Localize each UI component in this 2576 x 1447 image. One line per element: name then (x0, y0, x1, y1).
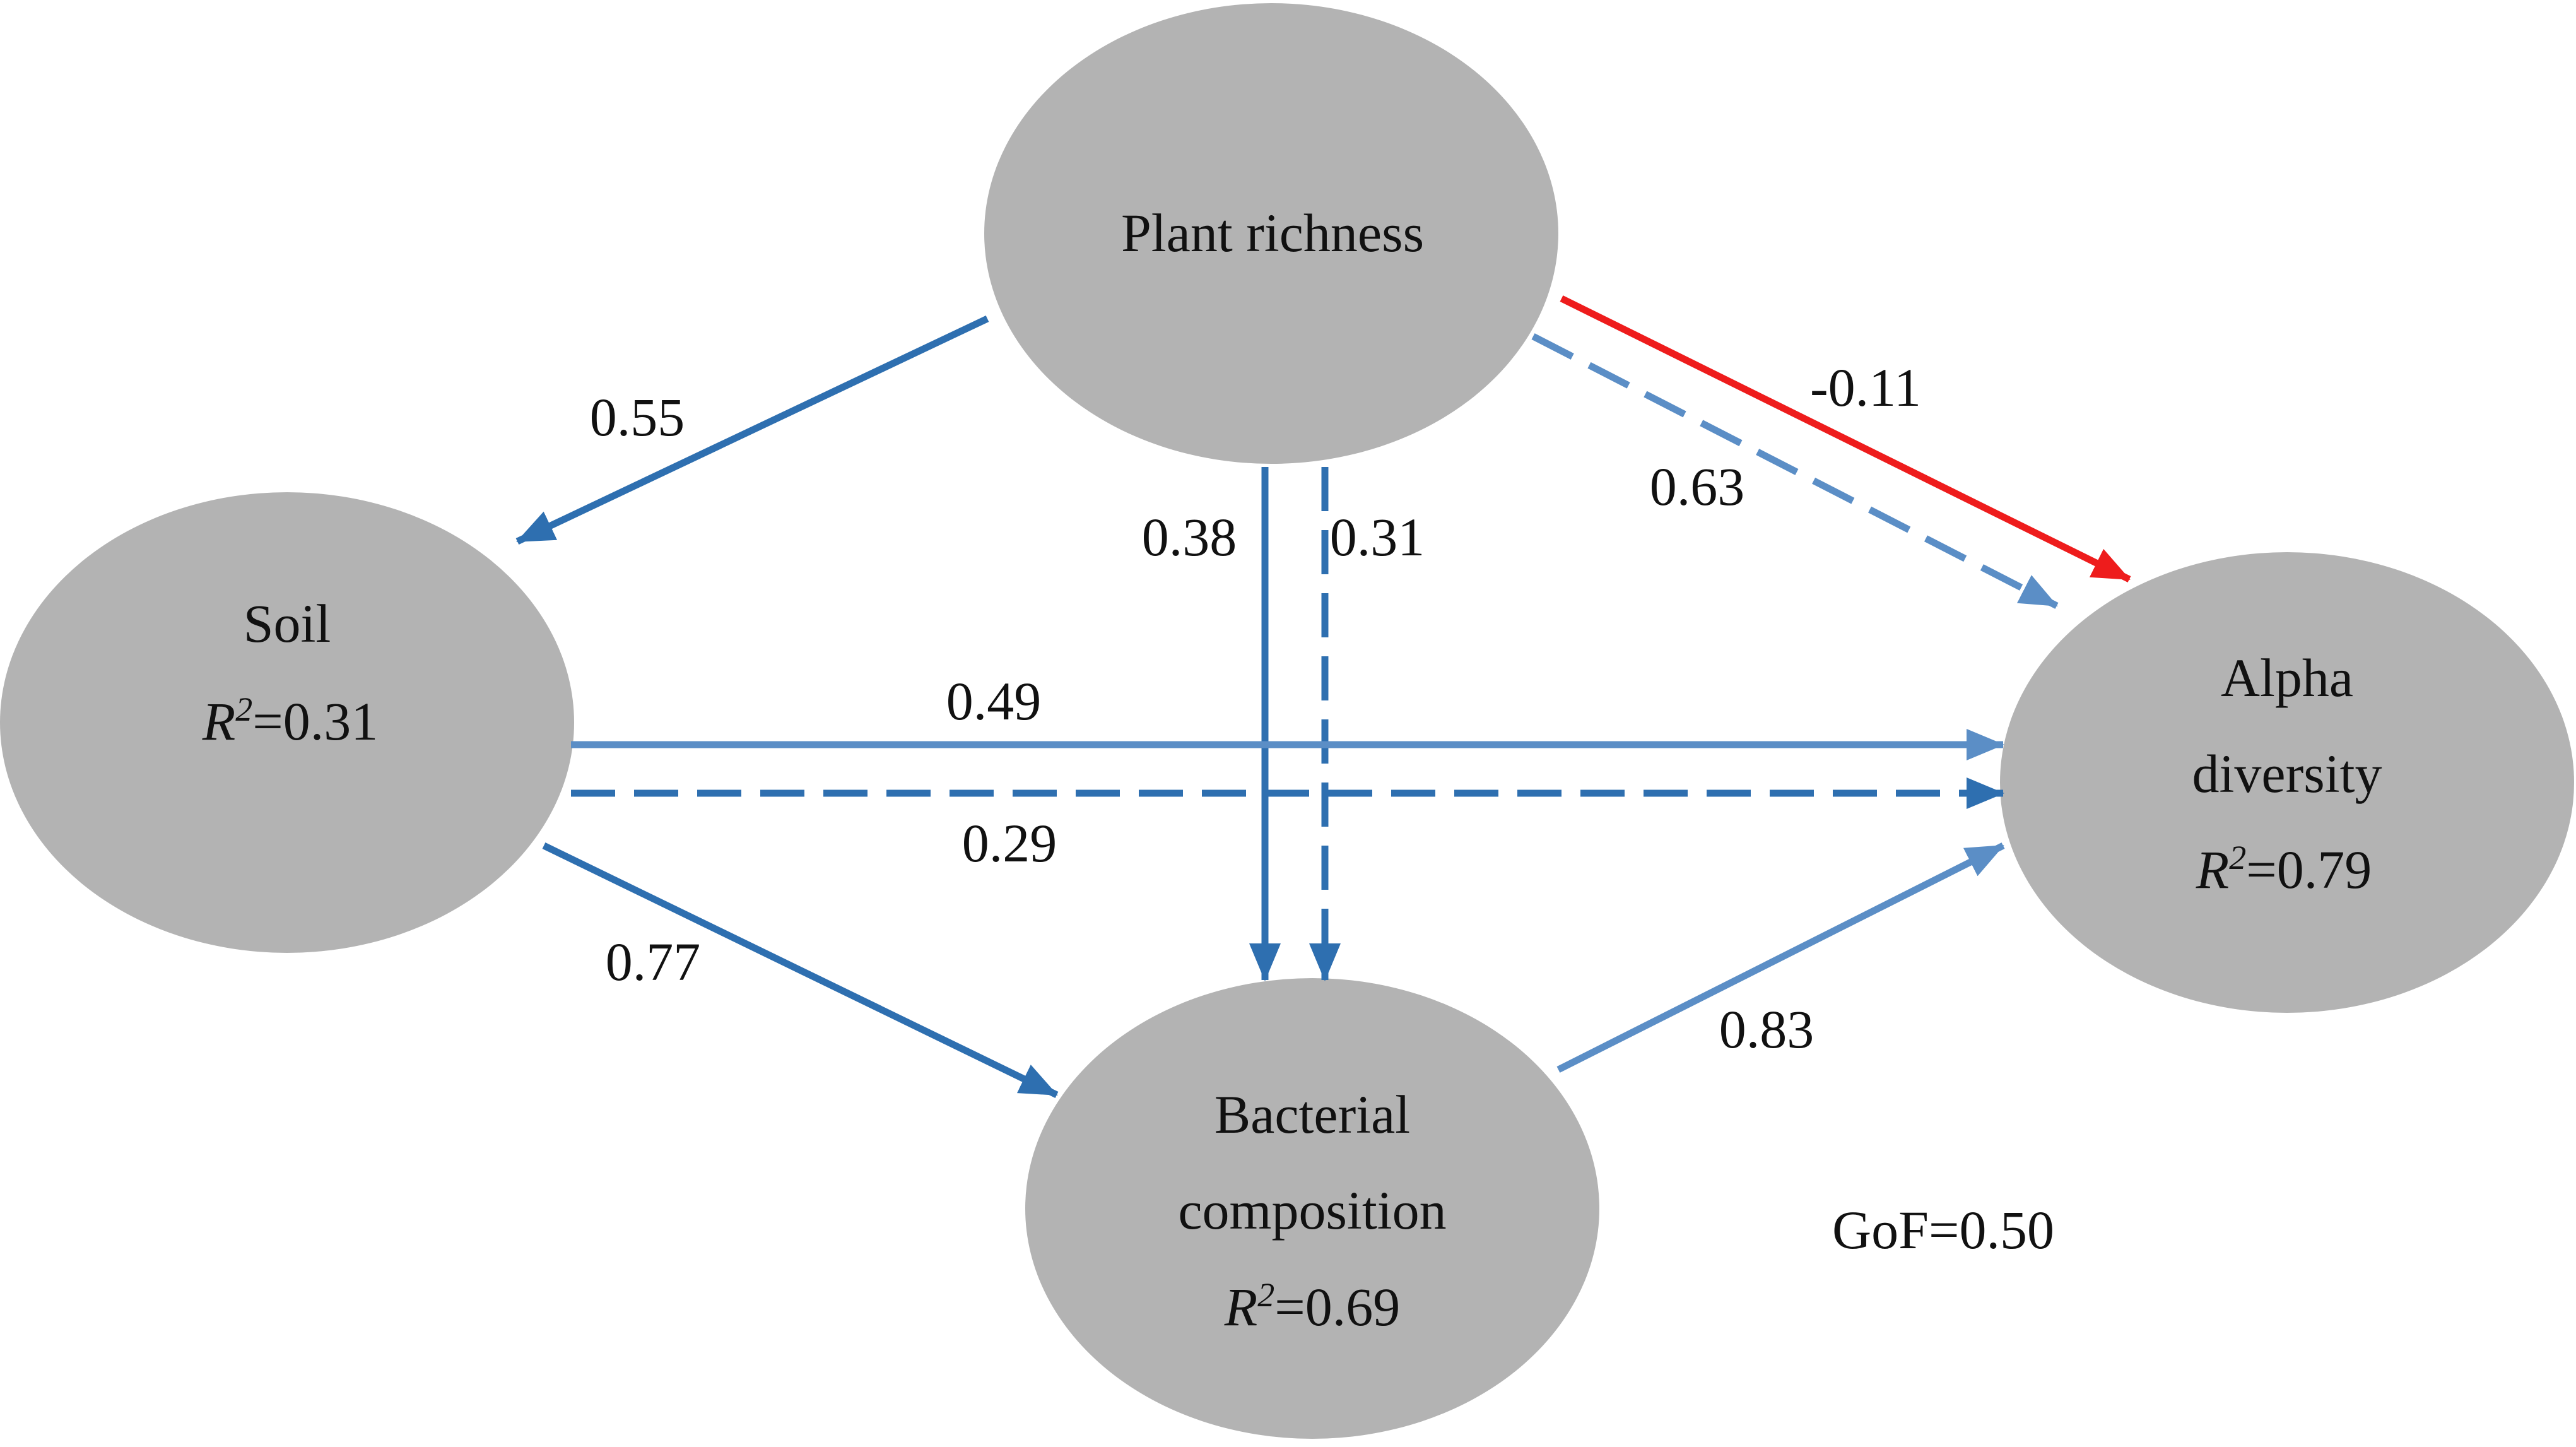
gof-label: GoF=0.50 (1832, 1200, 2054, 1260)
soil-node (0, 492, 574, 953)
coef-soil-to-alpha-direct: 0.49 (946, 671, 1042, 731)
plant-richness-label: Plant richness (1121, 203, 1424, 263)
coef-soil-to-alpha-indirect: 0.29 (962, 813, 1057, 873)
coef-bacterial-to-alpha: 0.83 (1719, 999, 1814, 1060)
soil-label: Soil (244, 593, 331, 654)
alpha-r2: R2=0.79 (2196, 839, 2372, 900)
arrow-plant-to-soil (515, 316, 989, 545)
alpha-diversity-node (2000, 552, 2574, 1013)
coef-plant-to-alpha-indirect: 0.63 (1650, 456, 1745, 517)
arrow-plant-to-alpha-indirect (1531, 333, 2059, 609)
bacterial-composition-node (1025, 978, 1599, 1439)
coef-soil-to-bacterial: 0.77 (606, 931, 701, 992)
bacterial-label-line2: composition (1178, 1180, 1446, 1241)
coef-plant-to-bacterial-direct: 0.38 (1142, 507, 1237, 567)
arrow-plant-to-alpha-direct (1560, 295, 2131, 582)
plant-richness-node (984, 3, 1558, 464)
coef-plant-to-bacterial-indirect: 0.31 (1330, 507, 1425, 567)
coef-plant-to-soil: 0.55 (590, 387, 685, 447)
alpha-label-line1: Alpha (2221, 647, 2353, 708)
soil-r2: R2=0.31 (202, 690, 379, 752)
bacterial-r2: R2=0.69 (1224, 1276, 1401, 1337)
arrow-bacterial-to-alpha (1556, 842, 2005, 1073)
coef-plant-to-alpha-direct: -0.11 (1810, 357, 1921, 418)
alpha-label-line2: diversity (2192, 743, 2382, 804)
bacterial-label-line1: Bacterial (1214, 1084, 1410, 1145)
arrow-soil-to-bacterial (542, 842, 1059, 1098)
